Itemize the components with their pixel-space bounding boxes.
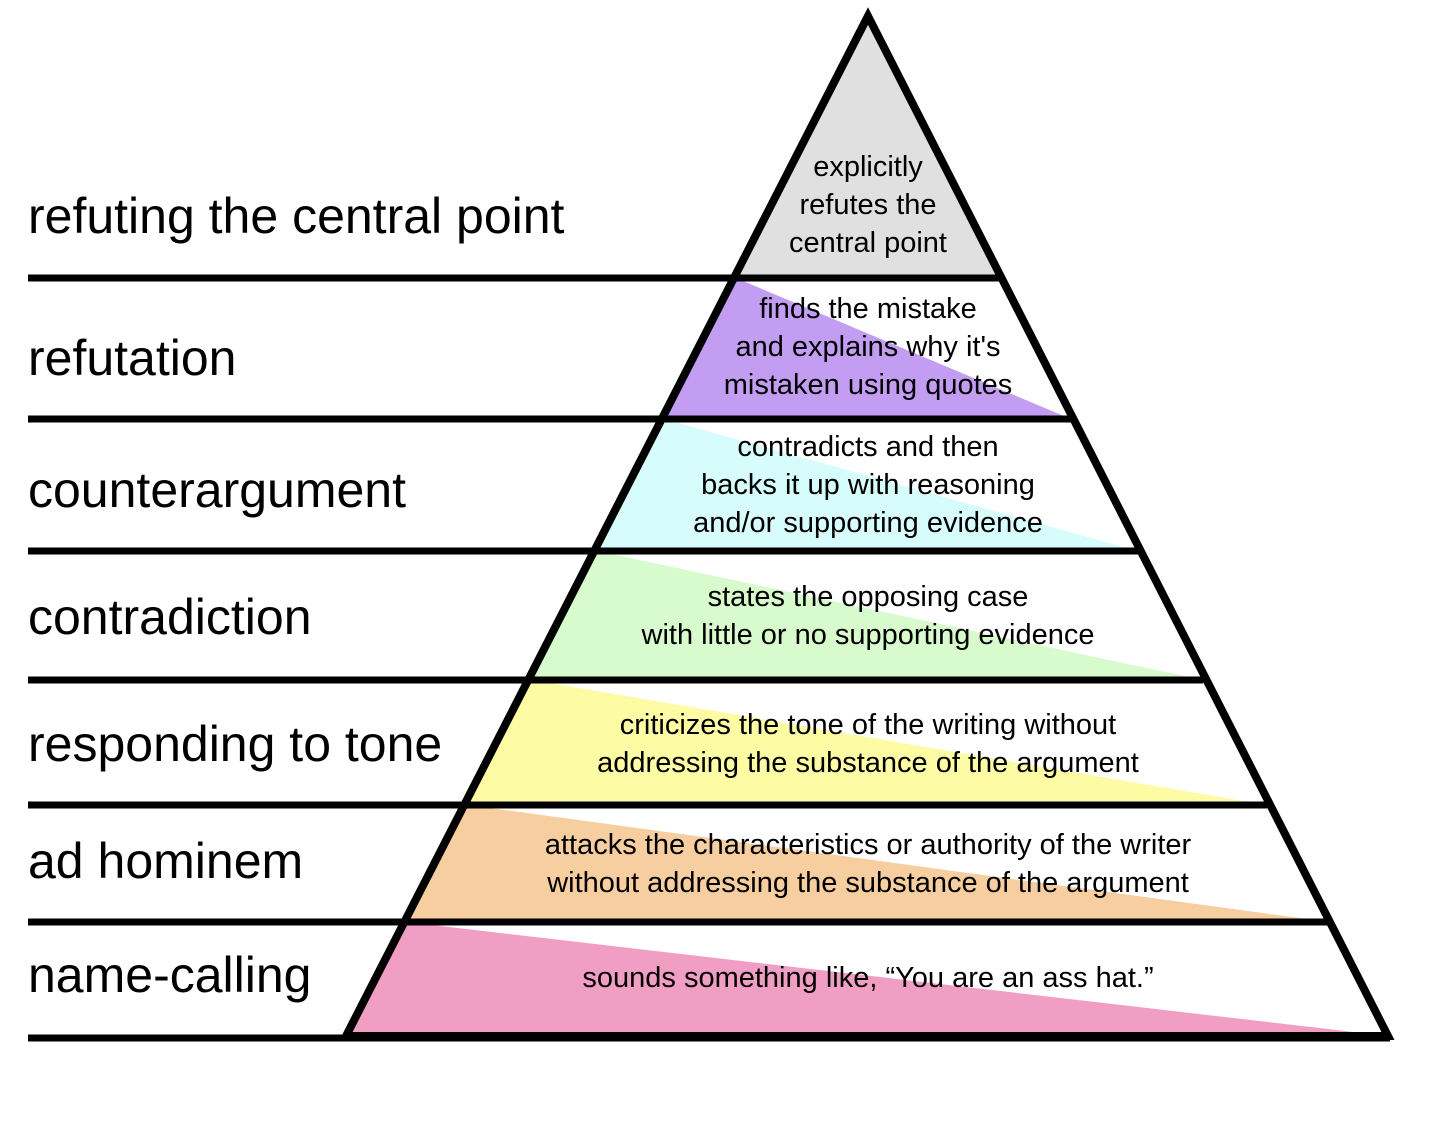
description-line: criticizes the tone of the writing witho…	[619, 709, 1117, 741]
pyramid-outline	[339, 7, 1395, 1040]
tier-description-counterargument: contradicts and then backs it up with re…	[693, 428, 1043, 542]
tier-ad-hominem	[406, 805, 1329, 922]
tier-contradiction	[532, 551, 1203, 680]
description-line: addressing the substance of the argument	[597, 747, 1139, 779]
description-line: explicitly	[813, 151, 923, 183]
description-line: sounds something like, “You are an ass h…	[582, 962, 1154, 994]
level-label-ad-hominem: ad hominem	[28, 833, 304, 889]
level-label-name-calling: name-calling	[28, 947, 312, 1003]
level-label-refuting-the-central-point: refuting the central point	[28, 188, 565, 244]
level-label-counterargument: counterargument	[28, 462, 407, 518]
tier-refuting-the-central-point	[736, 16, 999, 278]
description-line: contradicts and then	[737, 431, 999, 463]
description-line: central point	[789, 227, 947, 259]
tier-description-refutation: finds the mistake and explains why it's …	[724, 290, 1013, 404]
tier-refutation	[664, 278, 1071, 419]
tier-description-contradiction: states the opposing case with little or …	[642, 578, 1095, 654]
level-label-contradiction: contradiction	[28, 589, 312, 645]
description-line: refutes the	[799, 189, 937, 221]
level-label-refutation: refutation	[28, 330, 237, 386]
tier-description-name-calling: sounds something like, “You are an ass h…	[582, 959, 1153, 997]
description-line: finds the mistake	[759, 293, 977, 325]
tier-description-refuting-the-central-point: explicitly refutes the central point	[789, 148, 947, 262]
description-line: attacks the characteristics or authority…	[544, 829, 1192, 861]
description-line: mistaken using quotes	[723, 369, 1013, 401]
description-line: and/or supporting evidence	[693, 507, 1043, 539]
tier-name-calling	[346, 922, 1388, 1036]
level-label-responding-to-tone: responding to tone	[28, 716, 443, 772]
tier-description-ad-hominem: attacks the characteristics or authority…	[545, 826, 1191, 902]
description-line: with little or no supporting evidence	[641, 619, 1095, 651]
description-line: backs it up with reasoning	[701, 469, 1035, 501]
description-line: states the opposing case	[707, 581, 1029, 613]
tier-description-responding-to-tone: criticizes the tone of the writing witho…	[597, 706, 1139, 782]
tier-counterargument	[597, 419, 1138, 551]
description-line: without addressing the substance of the …	[547, 867, 1189, 899]
tier-responding-to-tone	[468, 680, 1267, 805]
description-line: and explains why it's	[735, 331, 1001, 363]
